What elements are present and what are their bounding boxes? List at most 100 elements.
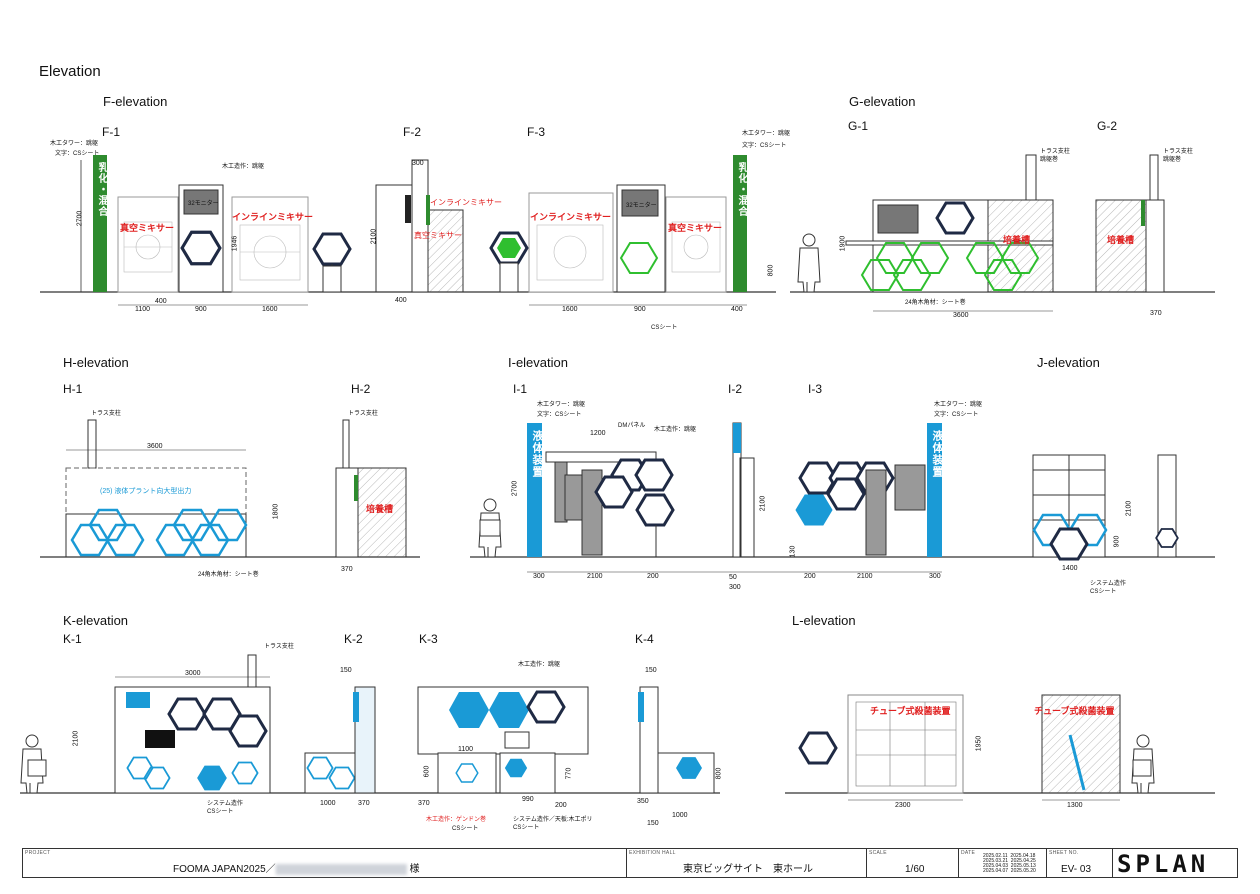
label-tube-l2: チューブ式殺菌装置	[1034, 706, 1115, 716]
dim-f2-400: 400	[395, 297, 407, 304]
dim-i1-300: 300	[533, 573, 545, 580]
dim-j-900: 900	[1113, 535, 1121, 548]
tower-text-f1: 乳化・混合	[96, 162, 107, 217]
view-k4: K-4	[635, 632, 654, 646]
dim-g1-1900: 1900	[839, 235, 847, 252]
section-f: F-elevation	[103, 94, 168, 109]
dim-f1-400: 400	[155, 298, 167, 305]
label-inline-mixer-f3: インラインミキサー	[530, 212, 612, 222]
label-vacuum-mixer-f2: 真空ミキサー	[414, 231, 462, 240]
note-wood-tower-i3: 木工タワー：跳躯	[934, 402, 983, 408]
label-culture-g2: 培養槽	[1107, 235, 1135, 245]
dim-f3-1600: 1600	[562, 306, 578, 313]
tower-text-f3: 乳化・混合	[736, 162, 747, 217]
view-h2: H-2	[351, 382, 371, 396]
dim-k2-150: 150	[340, 667, 352, 674]
note-dm-panel: DMパネル	[618, 423, 646, 429]
note-system-j: システム造作	[1090, 581, 1126, 587]
note-cs-j: CSシート	[1090, 589, 1117, 595]
dim-f2-300: 300	[412, 160, 424, 167]
project-redacted: ██製作所 ██プロダクツ 小松川工場	[275, 864, 407, 875]
dim-l-1950: 1950	[975, 735, 983, 752]
project-suffix: 様	[409, 864, 420, 875]
dim-f3-800: 800	[767, 264, 775, 277]
dim-k4-800: 800	[715, 767, 723, 780]
dim-h1-1800: 1800	[272, 503, 280, 520]
note-wood-tower-f3: 木工タワー：跳躯	[742, 131, 791, 137]
dim-f1-900: 900	[195, 306, 207, 313]
note-truss-k1: トラス支柱	[264, 644, 294, 650]
splan-logo: SPLAN	[1117, 850, 1210, 878]
label-culture-h2: 培養槽	[366, 504, 394, 514]
view-i1: I-1	[513, 382, 528, 396]
section-l: L-elevation	[792, 613, 856, 628]
label-large-output-h1: (25) 液体プラント向大型出力	[100, 488, 192, 495]
dim-h1-3600: 3600	[147, 443, 163, 450]
dim-k3-770: 770	[565, 767, 573, 780]
dim-g1-3600: 3600	[953, 312, 969, 319]
dim-i1-2700: 2700	[511, 480, 519, 497]
dim-j-1400: 1400	[1062, 565, 1078, 572]
sheet-number: EV- 03	[1061, 864, 1092, 875]
tower-text-i1: 液体装置	[531, 430, 543, 478]
hall-name: 東京ビッグサイト 東ホール	[683, 864, 813, 875]
dim-j-2100: 2100	[1125, 500, 1133, 517]
dim-i1-2100: 2100	[587, 573, 603, 580]
view-k3: K-3	[419, 632, 438, 646]
dim-f1-1100: 1100	[135, 306, 151, 313]
dim-i3-300: 300	[929, 573, 941, 580]
note-truss-g1: トラス支柱	[1040, 149, 1070, 155]
page-title: Elevation	[39, 63, 101, 80]
note-cs-text-i1: 文字：CSシート	[537, 412, 582, 418]
note-kampo-g1: 跳躯巻	[1040, 157, 1059, 163]
note-cs-text-f1: 文字：CSシート	[55, 151, 100, 157]
dim-k2-1000: 1000	[320, 800, 336, 807]
dim-i2-2100: 2100	[759, 495, 767, 512]
view-f1: F-1	[102, 125, 120, 139]
note-gondola-k3: 木工造作：ゲンドン巻	[426, 817, 487, 823]
note-timber-h1: 24角木角材：シート巻	[198, 572, 259, 578]
tb-sheet: SHEET NO. EV- 03	[1047, 849, 1113, 877]
dim-k4-1000: 1000	[672, 812, 688, 819]
dim-i1-200: 200	[647, 573, 659, 580]
label-inline-mixer-f1: インラインミキサー	[232, 212, 314, 222]
note-timber-g1: 24角木角材：シート巻	[905, 300, 966, 306]
dim-k1-3000: 3000	[185, 670, 201, 677]
tb-hall: EXHIBITION HALL 東京ビッグサイト 東ホール	[627, 849, 867, 877]
dim-k3-200: 200	[555, 802, 567, 809]
label-vacuum-mixer-f1: 真空ミキサー	[120, 223, 175, 233]
note-system-k1: システム造作	[207, 801, 243, 807]
dim-k3-1100: 1100	[458, 746, 474, 753]
note-wood-tower-f1: 木工タワー：跳躯	[50, 141, 99, 147]
section-j: J-elevation	[1037, 355, 1100, 370]
tb-project: PROJECT FOOMA JAPAN2025／██製作所 ██プロダクツ 小松…	[23, 849, 627, 877]
project-prefix: FOOMA JAPAN2025／	[173, 864, 276, 875]
dim-f3-900: 900	[634, 306, 646, 313]
note-cs-k3: CSシート	[452, 826, 479, 832]
note-truss-h1: トラス支柱	[91, 411, 121, 417]
dim-g2-370: 370	[1150, 310, 1162, 317]
note-cs-sheet-f3: CSシート	[651, 325, 678, 331]
tower-text-i3: 液体装置	[931, 430, 943, 478]
dim-i2-50: 50	[729, 574, 737, 581]
label-vacuum-mixer-f3: 真空ミキサー	[668, 223, 723, 233]
dim-i2-300: 300	[729, 584, 741, 591]
dim-f1-1946: 1946	[231, 235, 239, 252]
note-wood-make-i1: 木工造作：跳躯	[654, 427, 697, 433]
dim-l-2300: 2300	[895, 802, 911, 809]
view-g1: G-1	[848, 119, 869, 133]
dim-k3-990: 990	[522, 796, 534, 803]
dim-i3-2100: 2100	[857, 573, 873, 580]
tb-date: DATE 2025.02.11 2025.04.18 2025.03.21 20…	[959, 849, 1047, 877]
dim-f2-2100: 2100	[370, 228, 378, 245]
section-g: G-elevation	[849, 94, 916, 109]
dim-i3-200: 200	[804, 573, 816, 580]
dim-f1-2700: 2700	[76, 210, 84, 227]
dim-k3-600: 600	[423, 765, 431, 778]
view-g2: G-2	[1097, 119, 1118, 133]
note-cs-text-f3: 文字：CSシート	[742, 143, 787, 149]
date-list: 2025.02.11 2025.04.18 2025.03.21 2025.04…	[983, 853, 1036, 874]
label-culture-g1: 培養槽	[1003, 235, 1031, 245]
note-cs-text-i3: 文字：CSシート	[934, 412, 979, 418]
